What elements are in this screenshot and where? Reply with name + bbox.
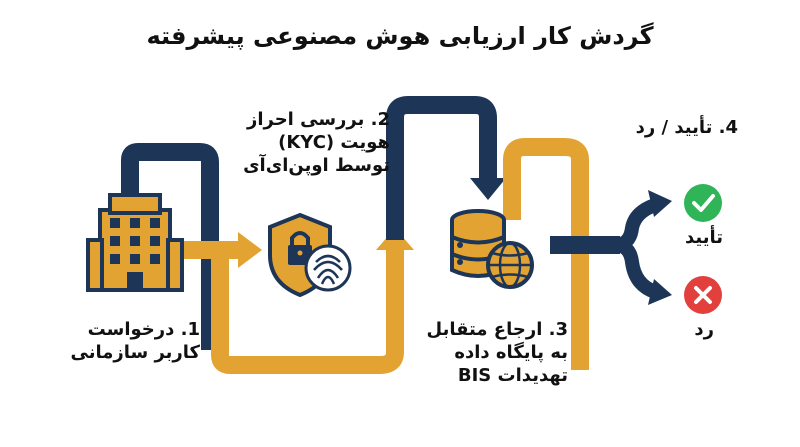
step-2-line-1: 2. بررسی احراز: [246, 109, 390, 130]
step-3-line-2: به پایگاه داده: [454, 342, 568, 363]
x-icon: [684, 276, 722, 314]
navy-arrowhead-reject: [648, 279, 672, 305]
office-building-icon: [86, 193, 184, 292]
checkmark-icon: [684, 184, 722, 222]
gold-arrowhead-to-shield: [238, 232, 262, 268]
page-title: گردش کار ارزیابی هوش مصنوعی پیشرفته: [146, 22, 654, 50]
step-3-line-1: 3. ارجاع متقابل: [426, 319, 569, 340]
step-2-line-3: توسط اوپن‌ای‌آی: [243, 155, 390, 176]
gold-flow-path-2: [211, 248, 404, 374]
step-3-label: 3. ارجاع متقابل به پایگاه داده تهدیدات B…: [427, 318, 569, 387]
navy-arrowhead-down: [470, 178, 506, 200]
gold-flow-path-3: [503, 138, 589, 370]
step-2-line-2: هویت (KYC): [278, 132, 390, 153]
database-globe-icon: [450, 209, 534, 289]
navy-branch-reject: [614, 238, 658, 299]
step-3-line-3: تهدیدات BIS: [457, 365, 568, 386]
shield-fingerprint-icon: [268, 212, 352, 298]
step-4-line-1: 4. تأیید / رد: [635, 117, 738, 138]
reject-label: رد: [694, 319, 714, 340]
navy-flow-path-2: [386, 96, 497, 240]
step-1-line-1: 1. درخواست: [87, 319, 200, 340]
step-1-label: 1. درخواست کاربر سازمانی: [70, 318, 200, 364]
step-2-label: 2. بررسی احراز هویت (KYC) توسط اوپن‌ای‌آ…: [243, 108, 390, 177]
approve-label: تأیید: [684, 227, 723, 248]
step-1-line-2: کاربر سازمانی: [70, 342, 200, 363]
navy-arrowhead-approve: [648, 190, 672, 217]
navy-flow-path-1: [121, 143, 219, 350]
step-4-label: 4. تأیید / رد: [636, 116, 738, 139]
